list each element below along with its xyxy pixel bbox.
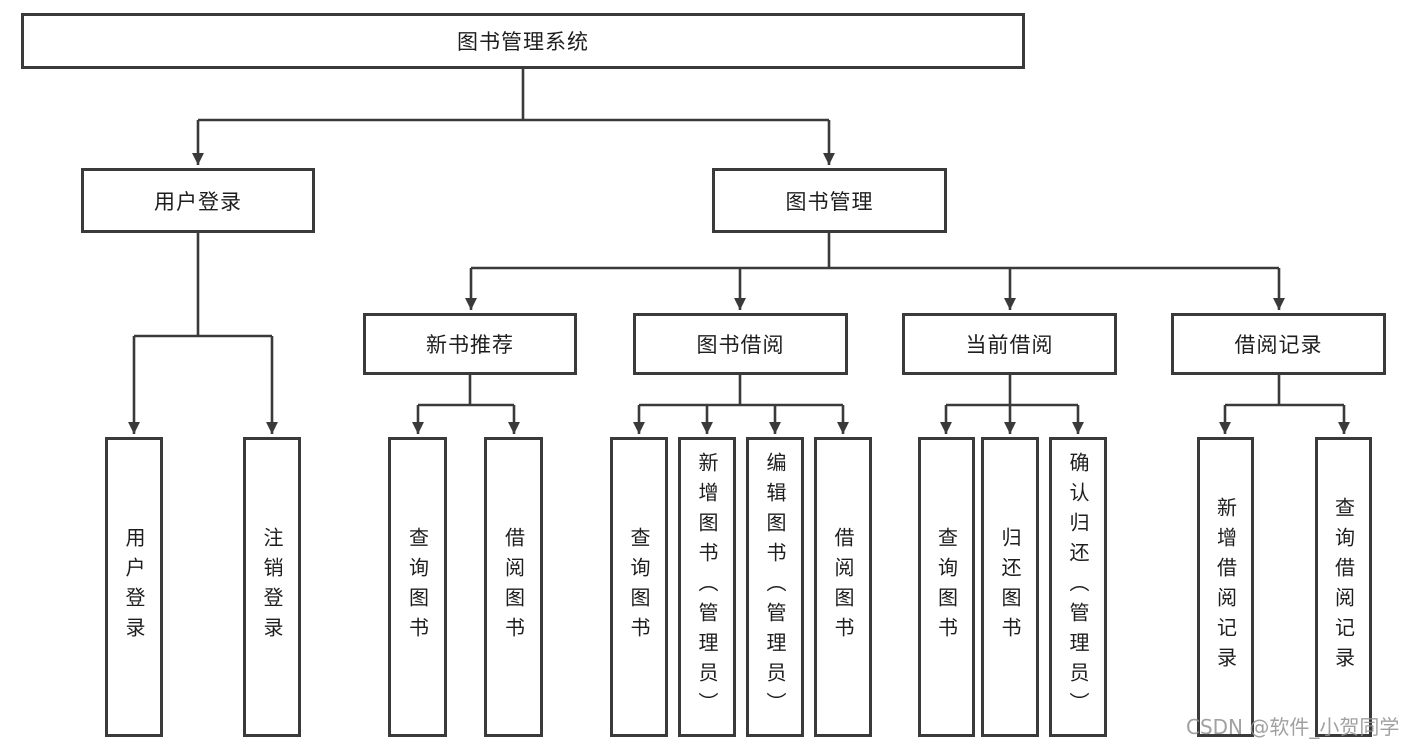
leaf-label: 查询图书 (405, 527, 430, 647)
node-library-management-system: 图书管理系统 (21, 13, 1025, 69)
node-book-borrow: 图书借阅 (633, 313, 848, 375)
leaf-confirm-return-admin: 确认归还（管理员） (1049, 437, 1107, 737)
leaf-query-borrow-record: 查询借阅记录 (1315, 437, 1372, 737)
node-label: 当前借阅 (965, 333, 1054, 357)
leaf-query-book-current: 查询图书 (918, 437, 975, 737)
leaf-label: 借阅图书 (831, 527, 855, 647)
leaf-edit-book-admin: 编辑图书（管理员） (746, 437, 804, 737)
connectors (128, 69, 1350, 434)
leaf-query-book-borrow: 查询图书 (610, 437, 668, 737)
watermark: CSDN @软件_小贺同学 (1186, 715, 1400, 739)
leaf-add-book-admin: 新增图书（管理员） (678, 437, 736, 737)
node-user-login: 用户登录 (81, 168, 315, 233)
leaf-logout: 注销登录 (243, 437, 301, 737)
leaf-borrow-book-recommend: 借阅图书 (484, 437, 543, 737)
node-label: 用户登录 (154, 189, 242, 214)
leaf-add-borrow-record: 新增借阅记录 (1197, 437, 1254, 737)
leaf-label: 新增借阅记录 (1213, 497, 1238, 677)
node-label: 图书管理系统 (457, 30, 589, 54)
node-borrow-records: 借阅记录 (1171, 313, 1386, 375)
leaf-label: 查询借阅记录 (1331, 497, 1356, 677)
leaf-return-book: 归还图书 (981, 437, 1039, 737)
leaf-query-book-recommend: 查询图书 (388, 437, 447, 737)
leaf-label: 确认归还（管理员） (1066, 452, 1090, 722)
leaf-label: 编辑图书（管理员） (763, 452, 787, 722)
leaf-label: 新增图书（管理员） (695, 452, 719, 722)
node-label: 图书管理 (785, 189, 874, 214)
leaf-label: 借阅图书 (501, 527, 526, 647)
leaf-user-login: 用户登录 (105, 437, 163, 737)
leaf-label: 用户登录 (122, 527, 146, 647)
leaf-label: 查询图书 (627, 527, 651, 647)
node-label: 图书借阅 (696, 333, 785, 357)
node-current-borrow: 当前借阅 (902, 313, 1117, 375)
node-new-book-recommend: 新书推荐 (363, 313, 577, 375)
node-label: 新书推荐 (426, 333, 514, 357)
leaf-label: 注销登录 (260, 527, 284, 647)
leaf-label: 归还图书 (998, 527, 1022, 647)
node-book-management: 图书管理 (712, 168, 947, 233)
leaf-borrow-book: 借阅图书 (814, 437, 872, 737)
node-label: 借阅记录 (1234, 333, 1323, 357)
leaf-label: 查询图书 (934, 527, 959, 647)
